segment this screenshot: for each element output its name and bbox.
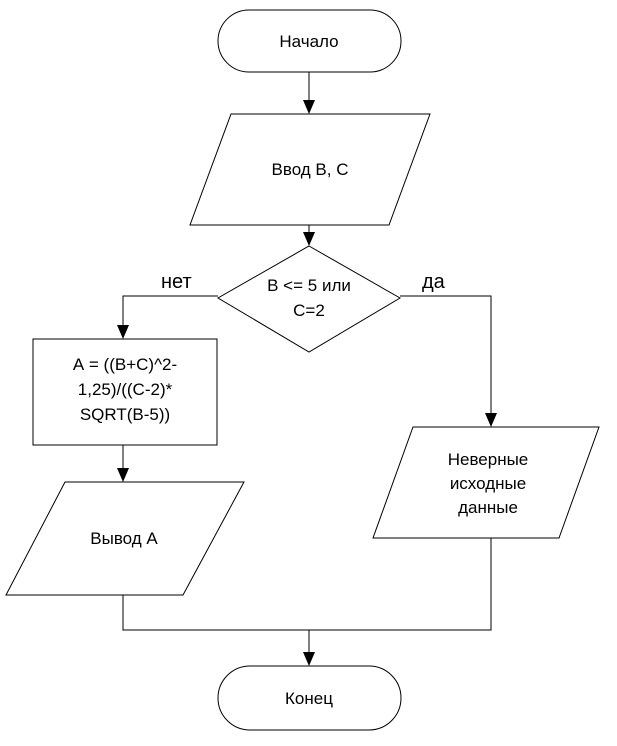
connectors xyxy=(117,72,497,666)
no-branch-label: нет xyxy=(161,271,192,293)
connector-output-merge xyxy=(122,538,492,631)
yes-branch-label: да xyxy=(422,271,446,293)
output-label: Вывод А xyxy=(90,529,158,548)
input-label: Ввод В, С xyxy=(272,160,349,179)
condition-label-line2: С=2 xyxy=(293,301,325,320)
start-label: Начало xyxy=(279,32,338,51)
condition-decision: В <= 5 или С=2 xyxy=(217,245,401,353)
connector-condition-no xyxy=(122,295,218,325)
error-line2: исходные xyxy=(450,474,526,493)
input-block: Ввод В, С xyxy=(189,113,431,226)
error-line3: данные xyxy=(458,498,518,517)
arrowhead-end xyxy=(303,652,315,666)
arrowhead-error xyxy=(485,413,497,427)
arrowhead-formula xyxy=(117,325,129,339)
connector-condition-yes xyxy=(400,295,492,413)
condition-label-line1: В <= 5 или xyxy=(267,276,351,295)
formula-line2: 1,25)/((С-2)* xyxy=(78,380,173,399)
arrowhead-output xyxy=(117,468,129,482)
start-terminator: Начало xyxy=(217,9,402,73)
end-terminator: Конец xyxy=(217,665,402,731)
arrowhead-condition xyxy=(303,232,315,246)
end-label: Конец xyxy=(285,689,333,708)
error-output-block: Неверные исходные данные xyxy=(372,426,600,539)
formula-line3: SQRT(В-5)) xyxy=(80,405,170,424)
error-line1: Неверные xyxy=(448,450,529,469)
formula-process: А = ((В+С)^2- 1,25)/((С-2)* SQRT(В-5)) xyxy=(32,338,218,446)
formula-line1: А = ((В+С)^2- xyxy=(73,355,177,374)
output-block: Вывод А xyxy=(5,481,245,596)
arrowhead-input xyxy=(303,100,315,114)
